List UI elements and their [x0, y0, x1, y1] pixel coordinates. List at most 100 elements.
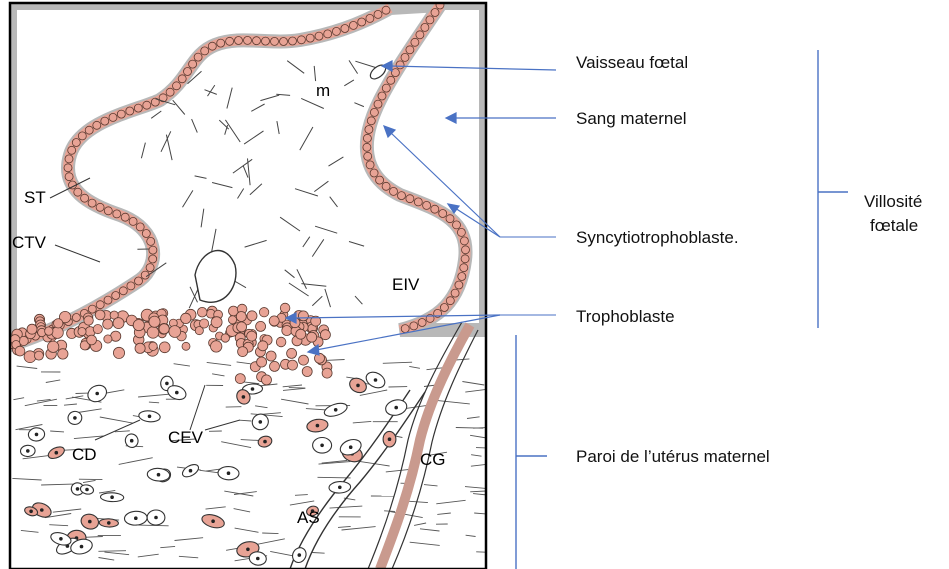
- trophoblast-cell: [421, 23, 429, 31]
- trophoblast-cell: [365, 126, 373, 134]
- trophoblast-cell: [269, 316, 279, 326]
- trophoblast-cell: [398, 192, 406, 200]
- cell-nucleus: [175, 391, 179, 395]
- trophoblast-cell: [178, 75, 186, 83]
- trophoblast-cell: [461, 255, 469, 263]
- trophoblast-cell: [221, 334, 229, 342]
- cell-nucleus: [85, 488, 89, 492]
- trophoblast-cell: [159, 324, 169, 334]
- trophoblast-cell: [64, 164, 72, 172]
- trophoblast-cell: [406, 195, 414, 203]
- trophoblast-cell: [349, 21, 357, 29]
- cell-nucleus: [334, 408, 338, 412]
- cell-nucleus: [157, 473, 161, 477]
- trophoblast-cell: [129, 217, 137, 225]
- trophoblast-cell: [104, 296, 112, 304]
- trophoblast-cell: [302, 367, 312, 377]
- trophoblast-cell: [146, 264, 154, 272]
- cell-nucleus: [29, 510, 33, 514]
- trophoblast-cell: [396, 61, 404, 69]
- cell-nucleus: [189, 469, 193, 473]
- trophoblast-cell: [401, 325, 409, 333]
- trophoblast-cell: [149, 342, 157, 350]
- stroma-line: [262, 533, 278, 534]
- trophoblast-cell: [68, 146, 76, 154]
- trophoblast-cell: [247, 311, 257, 321]
- trophoblast-cell: [127, 282, 135, 290]
- trophoblast-cell: [34, 351, 43, 360]
- trophoblast-cell: [211, 341, 222, 352]
- histology-image: m ST CTV EIV CEV CD CG AS: [6, 1, 510, 569]
- trophoblast-cell: [289, 37, 297, 45]
- trophoblast-cell: [280, 303, 290, 313]
- trophoblast-cell: [149, 255, 157, 263]
- cell-nucleus: [298, 553, 302, 557]
- trophoblast-cell: [217, 39, 225, 47]
- trophoblast-cell: [113, 318, 124, 329]
- annotation-vaisseau-foetal: Vaisseau fœtal: [576, 53, 688, 72]
- trophoblast-cell: [306, 34, 314, 42]
- trophoblast-cell: [458, 273, 466, 281]
- cell-nucleus: [338, 486, 342, 490]
- trophoblast-cell: [135, 277, 143, 285]
- villosite-bracket: [818, 50, 848, 328]
- cell-nucleus: [40, 508, 44, 512]
- trophoblast-cell: [147, 237, 155, 245]
- trophoblast-cell: [149, 246, 157, 254]
- cell-nucleus: [256, 557, 260, 561]
- trophoblast-cell: [364, 152, 372, 160]
- trophoblast-cell: [87, 335, 97, 345]
- trophoblast-cell: [184, 68, 192, 76]
- trophoblast-cell: [27, 324, 37, 334]
- cell-nucleus: [211, 519, 215, 523]
- cell-nucleus: [320, 444, 324, 448]
- trophoblast-cell: [253, 37, 261, 45]
- trophoblast-cell: [112, 292, 120, 300]
- trophoblast-cell: [462, 246, 470, 254]
- trophoblast-cell: [439, 210, 447, 218]
- trophoblast-cell: [72, 139, 80, 147]
- cell-nucleus: [134, 516, 138, 520]
- stroma-line: [318, 477, 351, 478]
- trophoblast-cell: [247, 331, 257, 341]
- trophoblast-cell: [270, 361, 280, 371]
- trophoblast-cell: [149, 316, 160, 327]
- trophoblast-cell: [104, 207, 112, 215]
- trophoblast-cell: [238, 347, 248, 357]
- trophoblast-cell: [411, 38, 419, 46]
- trophoblast-cell: [322, 368, 332, 378]
- cell-nucleus: [388, 437, 392, 441]
- trophoblast-cell: [258, 341, 268, 351]
- trophoblast-cell: [382, 182, 390, 190]
- trophoblast-cell: [93, 121, 101, 129]
- trophoblast-cell: [54, 319, 63, 328]
- stroma-line: [289, 388, 306, 389]
- trophoblast-cell: [256, 321, 266, 331]
- trophoblast-cell: [181, 313, 191, 323]
- trophoblast-cell: [426, 16, 434, 24]
- trophoblast-cell: [297, 36, 305, 44]
- trophoblast-cell: [201, 47, 209, 55]
- trophoblast-cell: [182, 342, 190, 350]
- trophoblast-cell: [189, 60, 197, 68]
- trophoblast-cell: [307, 332, 317, 342]
- cell-nucleus: [73, 416, 77, 420]
- bracket-label-line1: Villosité: [864, 192, 922, 211]
- trophoblast-cell: [446, 297, 454, 305]
- trophoblast-cell: [235, 37, 243, 45]
- trophoblast-cell: [280, 38, 288, 46]
- trophoblast-cell: [78, 328, 86, 336]
- label-ctv: CTV: [12, 233, 47, 252]
- trophoblast-cell: [266, 351, 276, 361]
- trophoblast-cell: [457, 228, 465, 236]
- trophoblast-cell: [101, 117, 109, 125]
- cell-nucleus: [356, 384, 360, 388]
- trophoblast-cell: [287, 348, 297, 358]
- cell-nucleus: [374, 378, 378, 382]
- trophoblast-cell: [45, 327, 53, 335]
- trophoblast-cell: [423, 201, 431, 209]
- trophoblast-cell: [85, 126, 93, 134]
- trophoblast-cell: [96, 301, 104, 309]
- trophoblast-cell: [358, 18, 366, 26]
